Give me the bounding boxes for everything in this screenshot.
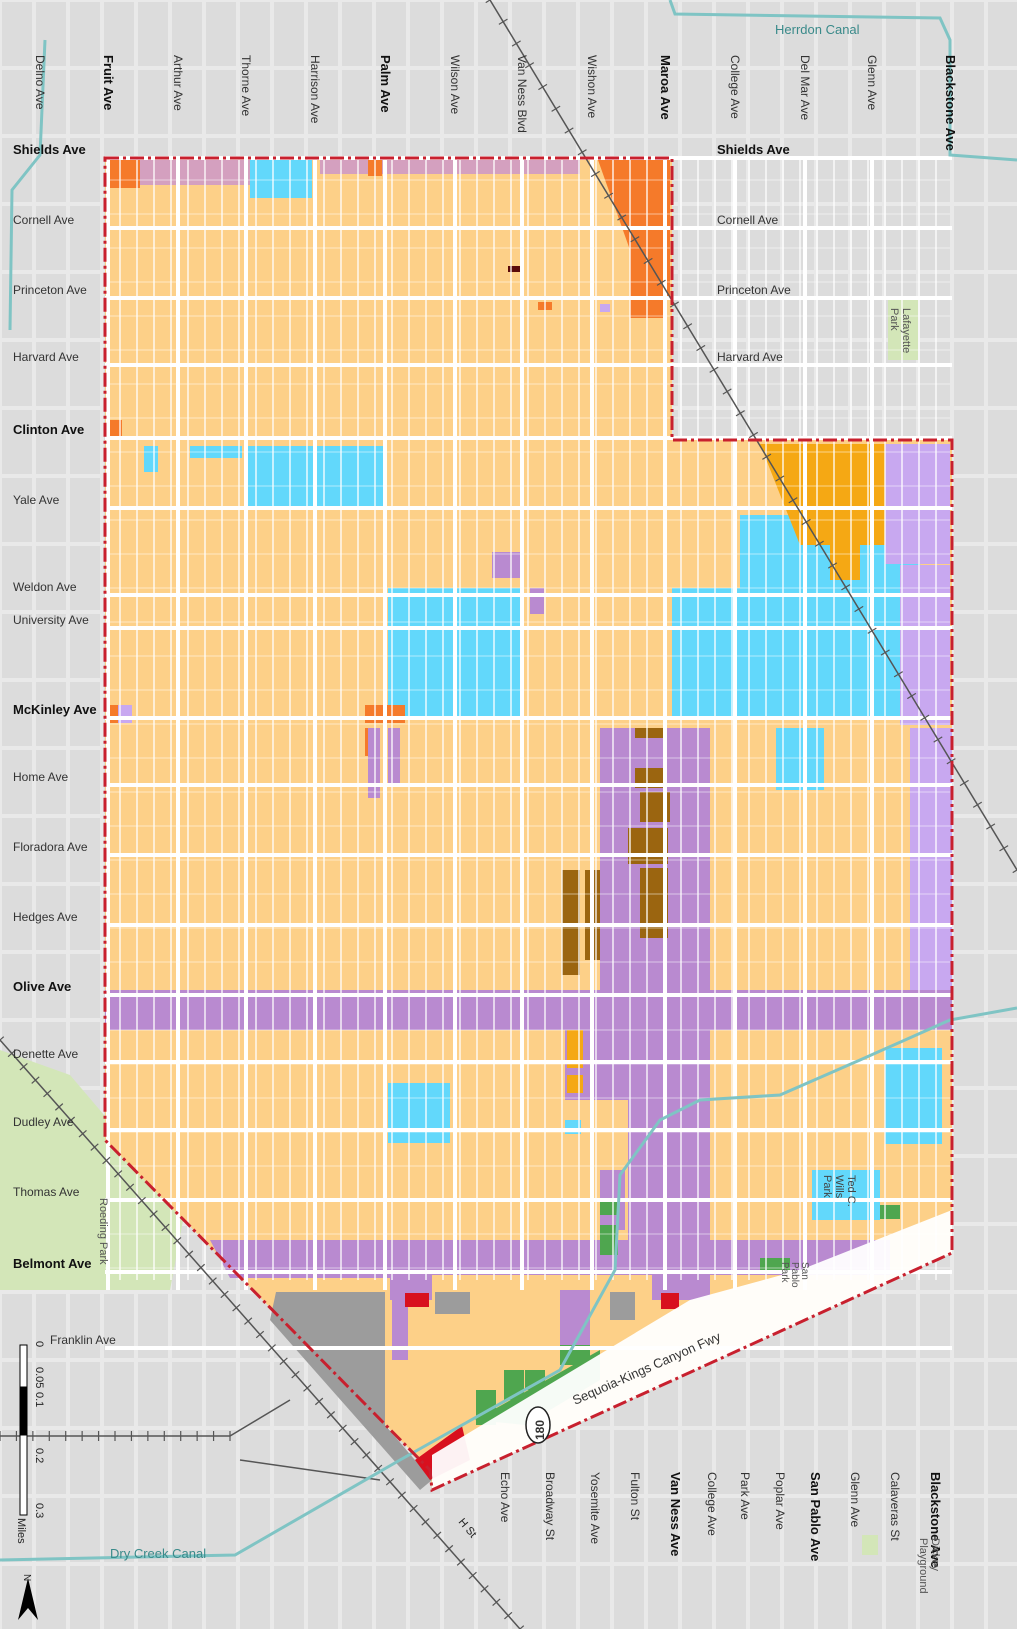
ns-label-bottom-2: Yosemite Ave bbox=[588, 1472, 602, 1544]
street-label-dudley-ave: Dudley Ave bbox=[13, 1115, 74, 1129]
dickey-playground-area bbox=[862, 1535, 878, 1555]
street-label-harvard-ave: Harvard Ave bbox=[13, 350, 79, 364]
ns-label-top-12: Glenn Ave bbox=[865, 55, 879, 110]
north-south-street-labels-top: Delno Ave Fruit Ave Arthur Ave Thorne Ave Ha… bbox=[33, 55, 958, 151]
street-label-hedges-ave: Hedges Ave bbox=[13, 910, 78, 924]
ns-label-bottom-8: San Pablo Ave bbox=[808, 1472, 823, 1561]
ns-label-top-4: Harrison Ave bbox=[308, 55, 322, 124]
scale-tick-005: 0.05 bbox=[33, 1367, 45, 1388]
ns-label-bottom-3: Fulton St bbox=[628, 1472, 642, 1521]
roeding-park-label: Roeding Park bbox=[97, 1198, 109, 1265]
ns-label-top-7: Van Ness Blvd bbox=[515, 55, 529, 133]
dickey-playground-label: DickeyPlayground bbox=[917, 1538, 941, 1594]
street-label-thomas-ave: Thomas Ave bbox=[13, 1185, 80, 1199]
ns-label-top-10: College Ave bbox=[728, 55, 742, 119]
ns-label-bottom-7: Poplar Ave bbox=[773, 1472, 787, 1530]
canals bbox=[0, 0, 1017, 1562]
street-label-home-ave: Home Ave bbox=[13, 770, 68, 784]
ted-wills-park-label: Ted C.WillsPark bbox=[821, 1175, 857, 1207]
street-label-mckinley-ave: McKinley Ave bbox=[13, 702, 97, 717]
svg-text:180: 180 bbox=[533, 1420, 547, 1440]
herrdon-canal-label: Herrdon Canal bbox=[775, 22, 860, 37]
ns-label-bottom-6: Park Ave bbox=[738, 1472, 752, 1520]
ns-label-top-2: Arthur Ave bbox=[171, 55, 185, 111]
street-label-denette-ave: Denette Ave bbox=[13, 1047, 78, 1061]
ns-label-bottom-4: Van Ness Ave bbox=[668, 1472, 683, 1556]
ns-label-top-6: Wilson Ave bbox=[448, 55, 462, 114]
street-label-east-0: Shields Ave bbox=[717, 142, 790, 157]
san-pablo-park-label: SanPabloPark bbox=[779, 1262, 810, 1288]
scale-tick-02: 0.2 bbox=[33, 1448, 45, 1463]
street-label-university-ave: University Ave bbox=[13, 613, 89, 627]
ns-label-top-11: Del Mar Ave bbox=[798, 55, 812, 120]
street-label-princeton-ave: Princeton Ave bbox=[13, 283, 87, 297]
street-label-shields-ave: Shields Ave bbox=[13, 142, 86, 157]
scale-tick-01: 0.1 bbox=[33, 1392, 45, 1407]
ns-label-bottom-9: Glenn Ave bbox=[848, 1472, 862, 1527]
north-arrow: N bbox=[18, 1574, 38, 1620]
ns-label-top-3: Thorne Ave bbox=[239, 55, 253, 116]
study-area-boundary bbox=[103, 156, 954, 1493]
parcel-lines bbox=[105, 160, 950, 1280]
dry-creek-canal-label: Dry Creek Canal bbox=[110, 1546, 206, 1561]
ns-label-bottom-10: Calaveras St bbox=[888, 1472, 902, 1541]
ns-label-bottom-0: Echo Ave bbox=[498, 1472, 512, 1523]
street-label-yale-ave: Yale Ave bbox=[13, 493, 60, 507]
ns-label-bottom-11: Blackstone Ave bbox=[928, 1472, 943, 1568]
scale-tick-0: 0 bbox=[33, 1341, 45, 1347]
svg-text:N: N bbox=[21, 1574, 32, 1581]
street-label-floradora-ave: Floradora Ave bbox=[13, 840, 88, 854]
freeway-corridor bbox=[432, 1210, 952, 1490]
ns-label-bottom-1: Broadway St bbox=[543, 1472, 557, 1541]
street-label-east-3: Harvard Ave bbox=[717, 350, 783, 364]
ns-label-top-8: Wishon Ave bbox=[585, 55, 599, 118]
street-label-weldon-ave: Weldon Ave bbox=[13, 580, 77, 594]
ns-label-top-13: Blackstone Ave bbox=[943, 55, 958, 151]
route-180-shield: 180 bbox=[525, 1406, 551, 1444]
north-south-street-labels-bottom: Echo Ave Broadway St Yosemite Ave Fulton St… bbox=[498, 1472, 943, 1568]
ns-label-top-0: Delno Ave bbox=[33, 55, 47, 110]
ns-label-top-5: Palm Ave bbox=[378, 55, 393, 113]
lafayette-park-label: LafayettePark bbox=[888, 308, 912, 353]
scale-unit: Miles bbox=[15, 1518, 27, 1544]
ns-label-top-1: Fruit Ave bbox=[101, 55, 116, 110]
ns-label-bottom-5: College Ave bbox=[705, 1472, 719, 1536]
street-label-east-2: Princeton Ave bbox=[717, 283, 791, 297]
street-label-cornell-ave: Cornell Ave bbox=[13, 213, 74, 227]
roeding-park-area bbox=[0, 1050, 185, 1290]
street-label-franklin-ave: Franklin Ave bbox=[50, 1333, 116, 1347]
scale-bar: 0 0.05 0.1 0.2 0.3 Miles bbox=[15, 1341, 45, 1544]
scale-tick-03: 0.3 bbox=[33, 1503, 45, 1518]
street-label-clinton-ave: Clinton Ave bbox=[13, 422, 84, 437]
street-label-belmont-ave: Belmont Ave bbox=[13, 1256, 92, 1271]
ns-label-top-9: Maroa Ave bbox=[658, 55, 673, 120]
street-label-olive-ave: Olive Ave bbox=[13, 979, 71, 994]
street-label-east-1: Cornell Ave bbox=[717, 213, 778, 227]
